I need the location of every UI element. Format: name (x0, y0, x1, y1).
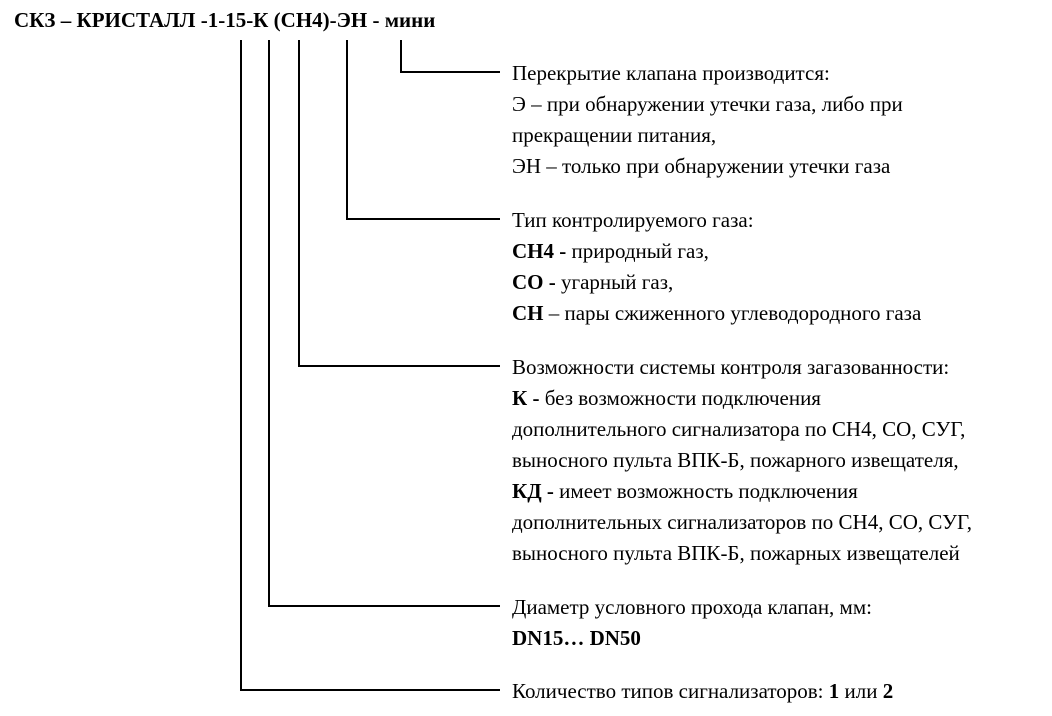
count-value-2: 2 (882, 679, 894, 703)
valve-line2: прекращении питания, (512, 123, 717, 147)
count-line: Количество типов сигнализаторов: 1 или 2 (512, 676, 893, 706)
system-code-kd: КД - (512, 479, 554, 503)
valve-text-en: – только при обнаружении утечки газа (541, 154, 891, 178)
system-k-line3: выносного пульта ВПК-Б, пожарного извеща… (512, 448, 959, 472)
valve-code-en: ЭН (512, 154, 542, 178)
gas-code-co: СО - (512, 270, 556, 294)
gas-text-co: угарный газ, (555, 270, 674, 294)
count-or: или (839, 679, 883, 703)
valve-code-e: Э (512, 92, 526, 116)
connector-gas-horizontal (346, 218, 500, 220)
connector-system-vertical (298, 40, 300, 366)
gas-text-ch4: природный газ, (566, 239, 709, 263)
diameter-heading: Диаметр условного прохода клапан, мм: (512, 595, 872, 619)
valve-text-e: – при обнаружении утечки газа, либо при (525, 92, 903, 116)
system-k-line2: дополнительного сигнализатора по СН4, СО… (512, 417, 966, 441)
system-k-line1: К - без возможности подключения (512, 383, 821, 413)
gas-heading: Тип контролируемого газа: (512, 208, 754, 232)
connector-count-vertical (240, 40, 242, 690)
system-text-kd: имеет возможность подключения (553, 479, 858, 503)
system-kd-line1: КД - имеет возможность подключения (512, 476, 858, 506)
connector-valve-horizontal (400, 71, 500, 73)
gas-code-ch: СН (512, 301, 544, 325)
gas-item2: СО - угарный газ, (512, 267, 673, 297)
count-heading: Количество типов сигнализаторов: (512, 679, 829, 703)
gas-item3: СН – пары сжиженного углеводородного газ… (512, 298, 921, 328)
gas-code-ch4: СН4 - (512, 239, 567, 263)
gas-item1: СН4 - природный газ, (512, 236, 709, 266)
connector-diameter-horizontal (268, 605, 500, 607)
valve-line3: ЭН – только при обнаружении утечки газа (512, 151, 890, 181)
system-kd-line2: дополнительных сигнализаторов по СН4, СО… (512, 510, 972, 534)
connector-diameter-vertical (268, 40, 270, 606)
valve-line1: Э – при обнаружении утечки газа, либо пр… (512, 89, 903, 119)
system-text-k: без возможности подключения (539, 386, 821, 410)
system-code-k: К - (512, 386, 540, 410)
system-kd-line3: выносного пульта ВПК-Б, пожарных извещат… (512, 541, 960, 565)
gas-text-ch: – пары сжиженного углеводородного газа (543, 301, 922, 325)
connector-system-horizontal (298, 365, 500, 367)
valve-heading: Перекрытие клапана производится: (512, 61, 830, 85)
connector-count-horizontal (240, 689, 500, 691)
designation-title: СКЗ – КРИСТАЛЛ -1-15-К (СН4)-ЭН - мини (14, 8, 436, 32)
count-value-1: 1 (828, 679, 840, 703)
diameter-value: DN15… DN50 (512, 626, 641, 650)
system-heading: Возможности системы контроля загазованно… (512, 355, 950, 379)
connector-gas-vertical (346, 40, 348, 219)
connector-valve-vertical (400, 40, 402, 72)
